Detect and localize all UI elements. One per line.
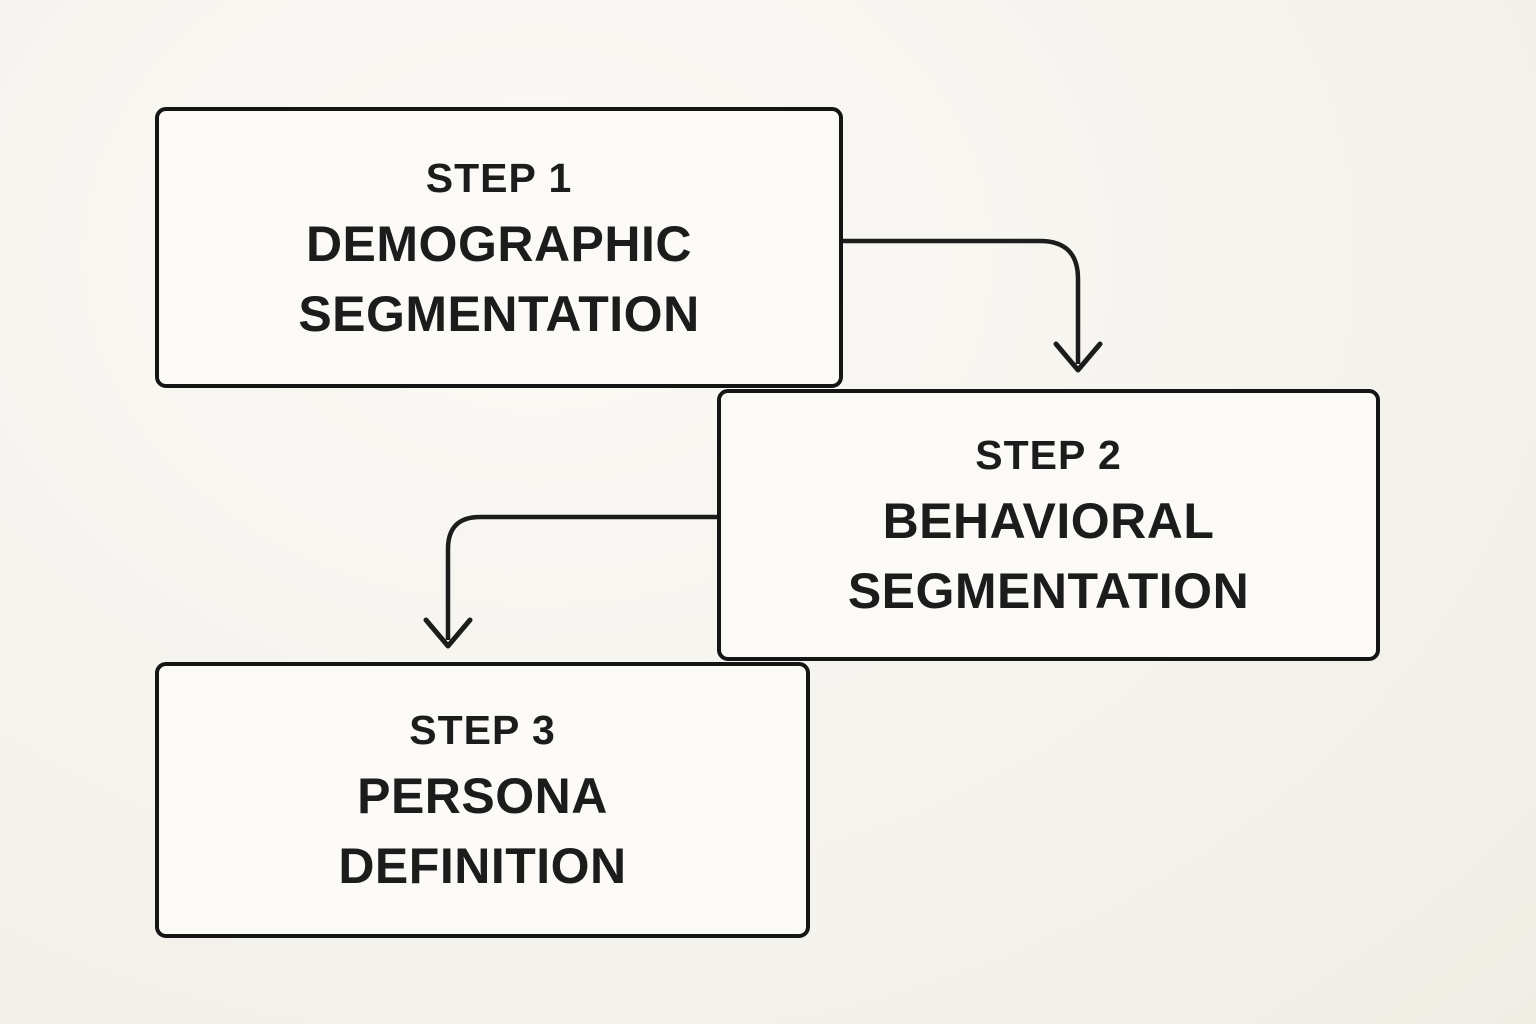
node-title-line: DEFINITION <box>338 838 627 894</box>
node-title-line: BEHAVIORAL <box>882 493 1215 549</box>
node-title-line: SEGMENTATION <box>298 285 700 342</box>
node-step-label: STEP 3 <box>409 707 556 753</box>
node-text-block: STEP 3 PERSONA DEFINITION <box>338 699 626 901</box>
node-step-label: STEP 1 <box>425 154 573 201</box>
flow-node-step-2: STEP 2 BEHAVIORAL SEGMENTATION <box>717 389 1380 661</box>
node-step-label: STEP 2 <box>975 432 1122 478</box>
node-title-line: SEGMENTATION <box>847 563 1250 619</box>
arrow-line <box>843 238 1081 364</box>
arrow-step2-to-step3 <box>423 514 717 649</box>
flow-node-step-1: STEP 1 DEMOGRAPHIC SEGMENTATION <box>155 107 843 388</box>
node-text-block: STEP 1 DEMOGRAPHIC SEGMENTATION <box>298 147 699 349</box>
arrow-step1-to-step2 <box>843 238 1103 373</box>
node-title-line: DEMOGRAPHIC <box>305 215 693 272</box>
node-title-line: PERSONA <box>357 768 608 824</box>
arrowhead-down-icon <box>1053 341 1103 373</box>
arrow-line <box>445 514 717 640</box>
node-text-block: STEP 2 BEHAVIORAL SEGMENTATION <box>848 424 1249 626</box>
flow-node-step-3: STEP 3 PERSONA DEFINITION <box>155 662 810 938</box>
arrowhead-down-icon <box>423 617 473 649</box>
